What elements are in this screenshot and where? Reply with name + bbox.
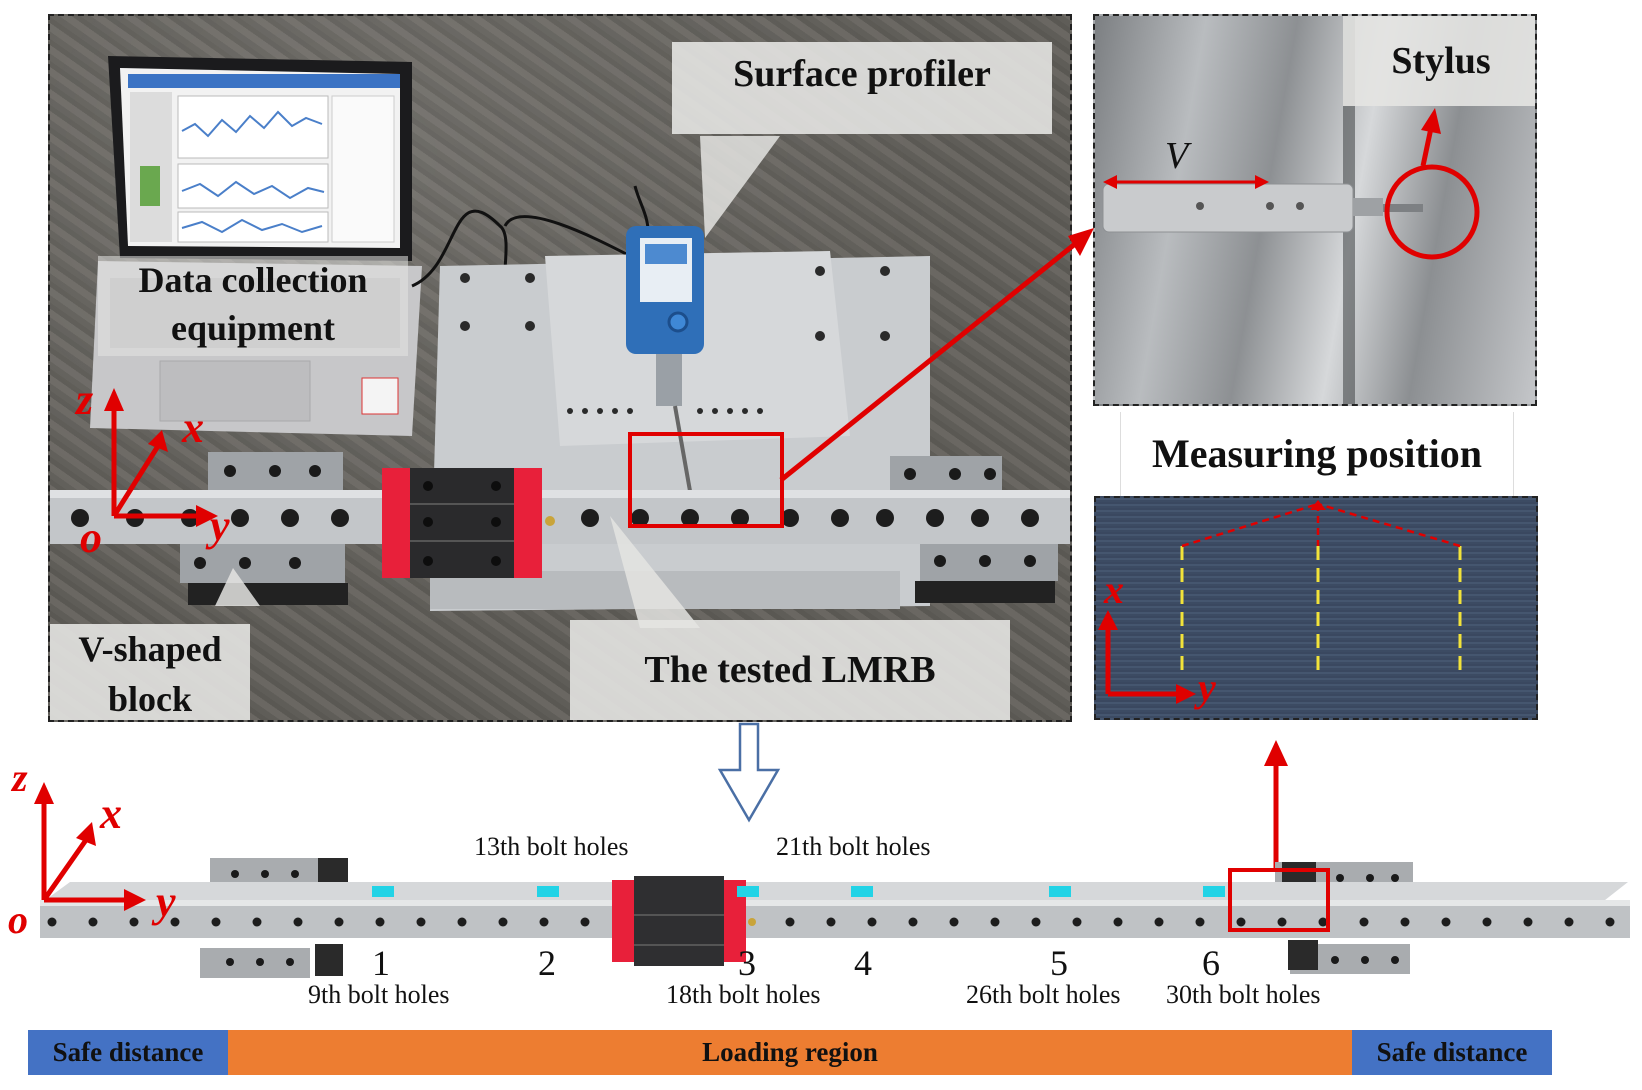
photo-axes [104, 388, 218, 527]
rail-bolt-hole [1031, 917, 1041, 927]
surface-profiler-label: Surface profiler [672, 42, 1052, 134]
v-block-left-bottom [180, 543, 345, 583]
stylus-drawing [1102, 16, 1480, 404]
laptop [90, 56, 422, 436]
rail-axis-origin: o [8, 897, 28, 942]
rail-bolt-hole [1605, 917, 1615, 927]
rail-bolt-hole [867, 917, 877, 927]
rail-bolt-hole [416, 917, 426, 927]
loading-region-text: Loading region [702, 1037, 878, 1067]
rail-bolt-hole [47, 917, 57, 927]
rail-bolt-hole [498, 917, 508, 927]
position-number-4: 4 [854, 943, 872, 983]
v-block-line2: block [107, 679, 193, 719]
stylus-closeup-panel: V Stylus [1093, 14, 1537, 406]
data-collection-line1: Data collection [138, 260, 368, 300]
position-number-3: 3 [738, 943, 756, 983]
rail-bolt-hole [908, 917, 918, 927]
data-collection-label: Data collection equipment [98, 256, 408, 356]
down-arrow-icon [717, 722, 781, 823]
safe-distance-right-bar: Safe distance [1352, 1030, 1552, 1075]
surface-profiler-text: Surface profiler [733, 53, 991, 95]
rail-bolt-hole [1523, 917, 1533, 927]
setup-photo-panel: Surface profiler Data collection equipme… [48, 14, 1072, 722]
data-collection-line2: equipment [170, 308, 336, 348]
photo-axis-z: z [76, 375, 94, 424]
measuring-position-marker-6 [1203, 886, 1225, 897]
rail-bolt-hole [1195, 917, 1205, 927]
rail-bolt-hole [990, 917, 1000, 927]
position-number-6: 6 [1202, 943, 1220, 983]
rail-bolt-hole [1072, 917, 1082, 927]
position-label-5: 26th bolt holes [966, 980, 1121, 1009]
photo-axis-x: x [182, 403, 204, 452]
rail-bolt-hole [1564, 917, 1574, 927]
rail-bolt-hole [211, 917, 221, 927]
rail-bolt-hole [252, 917, 262, 927]
rail-bolt-hole [293, 917, 303, 927]
safe-distance-left-bar: Safe distance [28, 1030, 228, 1075]
measuring-surface-panel: x y [1094, 496, 1538, 720]
measuring-position-marker-3 [737, 886, 759, 897]
position-number-2: 2 [538, 943, 556, 983]
rail-bolt-hole [88, 917, 98, 927]
rail-bolt-hole [334, 917, 344, 927]
position-label-1: 9th bolt holes [308, 980, 450, 1009]
selected-position-box [1228, 868, 1330, 932]
safe-distance-right-text: Safe distance [1376, 1037, 1528, 1067]
rail-bolt-hole [1400, 917, 1410, 927]
rail-bolt-hole [457, 917, 467, 927]
rail-bolt-hole [785, 917, 795, 927]
measuring-position-marker-2 [537, 886, 559, 897]
position-label-2: 13th bolt holes [474, 832, 629, 861]
rail-bolt-hole [375, 917, 385, 927]
photo-axis-origin: o [80, 513, 102, 562]
velocity-label: V [1165, 135, 1189, 177]
rail-bolt-hole [539, 917, 549, 927]
v-block-line1: V-shaped [78, 629, 222, 669]
rail-bolt-hole [1277, 917, 1287, 927]
rail-axis-y: y [156, 877, 176, 926]
position-label-4: 21th bolt holes [776, 832, 931, 861]
rail-bolt-hole [129, 917, 139, 927]
v-block-label: V-shaped block [50, 624, 250, 720]
rail-bolt-hole [1359, 917, 1369, 927]
measuring-surface-drawing [1098, 500, 1462, 704]
position-number-5: 5 [1050, 943, 1068, 983]
surface-axis-y: y [1198, 665, 1216, 710]
rail-bolt-hole [1236, 917, 1246, 927]
rail-bolt-hole [1113, 917, 1123, 927]
position-label-3: 18th bolt holes [666, 980, 821, 1009]
rail-bolt-hole [1318, 917, 1328, 927]
photo-axis-y: y [210, 501, 230, 550]
stylus-highlight-circle [1384, 164, 1480, 260]
loading-region-bar: Loading region [228, 1030, 1352, 1075]
position-label-6: 30th bolt holes [1166, 980, 1321, 1009]
tested-lmrb-label: The tested LMRB [570, 620, 1010, 720]
stylus-label: Stylus [1343, 16, 1535, 106]
stylus-text: Stylus [1391, 40, 1491, 82]
rail-bolt-hole [1482, 917, 1492, 927]
measuring-position-text: Measuring position [1151, 431, 1483, 476]
rail-bolt-hole [580, 917, 590, 927]
slider-block [382, 468, 555, 578]
guide-rail [50, 490, 1070, 544]
rail-axis-z: z [12, 755, 28, 800]
safe-distance-left-text: Safe distance [52, 1037, 204, 1067]
rail-axis-x: x [100, 789, 122, 838]
measuring-position-marker-5 [1049, 886, 1071, 897]
measuring-position-marker-1 [372, 886, 394, 897]
tested-lmrb-text: The tested LMRB [644, 649, 936, 691]
position-number-1: 1 [372, 943, 390, 983]
profiler-device [626, 226, 704, 492]
rail-bolt-hole [1154, 917, 1164, 927]
rail-bolt-hole [826, 917, 836, 927]
rail-bolt-hole [1441, 917, 1451, 927]
surface-axis-x: x [1104, 567, 1124, 612]
measuring-position-marker-4 [851, 886, 873, 897]
rail-bolt-hole [949, 917, 959, 927]
measuring-position-label: Measuring position [1120, 412, 1514, 496]
